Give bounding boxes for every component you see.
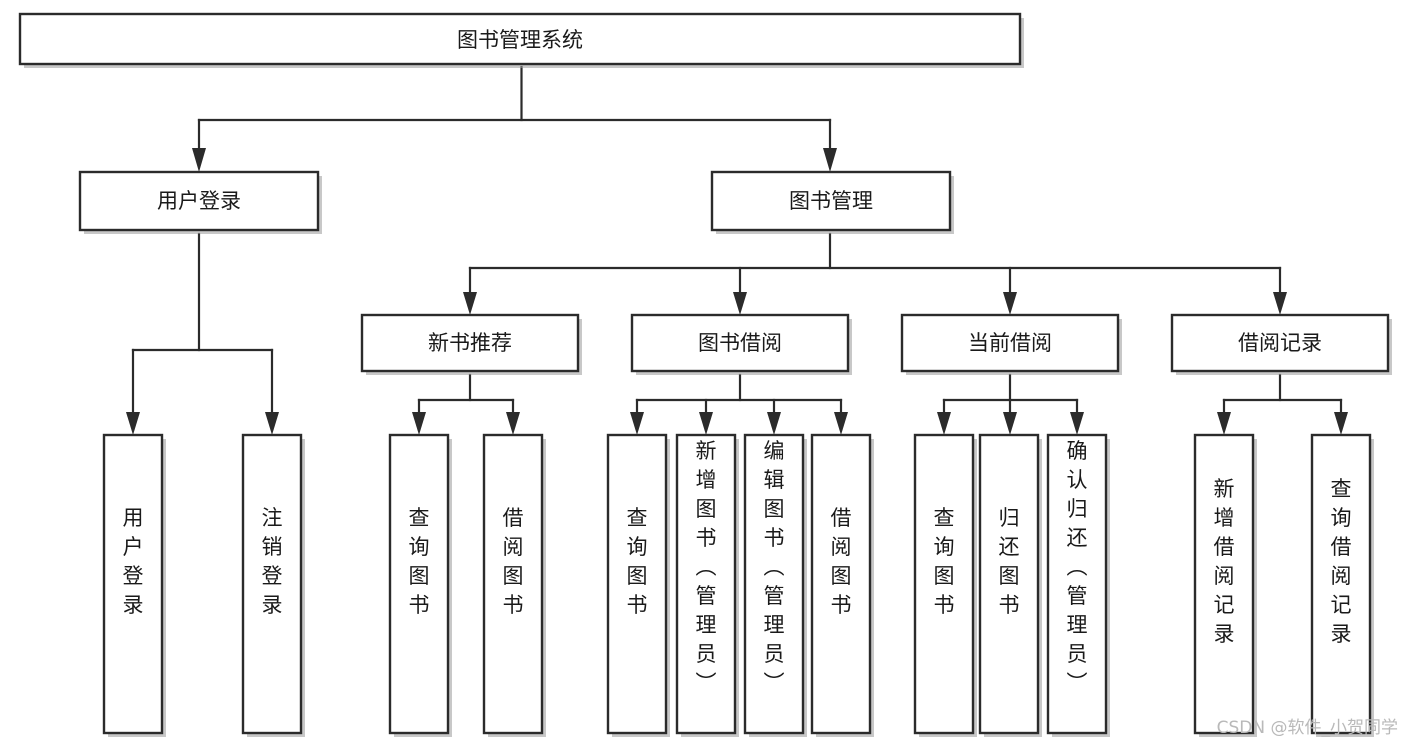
node-records-box[interactable] <box>1170 313 1390 373</box>
node-borrow-label: 图书借阅 <box>698 331 782 355</box>
node-newbook-label: 新书推荐 <box>428 331 512 355</box>
node-leaf-records-2-label: 查询借阅记录 <box>1331 477 1352 646</box>
node-leaf-borrow-2-box[interactable] <box>675 433 737 735</box>
node-leaf-borrow-1[interactable]: 查询图书 <box>606 433 670 737</box>
node-leaf-records-1[interactable]: 新增借阅记录 <box>1193 433 1257 737</box>
node-newbook[interactable]: 新书推荐 <box>360 313 582 375</box>
node-login[interactable]: 用户登录 <box>78 170 322 234</box>
node-leaf-login-1-box[interactable] <box>102 433 164 735</box>
node-leaf-current-1-box[interactable] <box>913 433 975 735</box>
node-leaf-current-3[interactable]: 确认归还︵管理员︶ <box>1046 433 1110 737</box>
edge-records-to-leaves <box>1217 373 1348 435</box>
node-leaf-borrow-4-label: 借阅图书 <box>831 506 852 617</box>
node-leaf-borrow-4-box[interactable] <box>810 433 872 735</box>
node-borrow-box[interactable] <box>630 313 850 373</box>
node-bookmgmt-box[interactable] <box>710 170 952 232</box>
node-leaf-newbook-2-label: 借阅图书 <box>503 506 524 617</box>
node-bookmgmt-label: 图书管理 <box>789 189 873 213</box>
node-current[interactable]: 当前借阅 <box>900 313 1122 375</box>
node-leaf-current-2-label: 归还图书 <box>999 506 1020 617</box>
csdn-watermark: CSDN @软件_小贺同学 <box>1217 718 1398 738</box>
node-current-box[interactable] <box>900 313 1120 373</box>
node-records-label: 借阅记录 <box>1238 331 1322 355</box>
node-leaf-newbook-2-box[interactable] <box>482 433 544 735</box>
node-records[interactable]: 借阅记录 <box>1170 313 1392 375</box>
node-leaf-current-1-label: 查询图书 <box>934 506 955 617</box>
node-leaf-login-2[interactable]: 注销登录 <box>241 433 305 737</box>
node-leaf-borrow-2[interactable]: 新增图书︵管理员︶ <box>675 433 739 737</box>
node-login-label: 用户登录 <box>157 189 241 213</box>
node-leaf-records-2-box[interactable] <box>1310 433 1372 735</box>
node-leaf-login-2-label: 注销登录 <box>262 506 283 617</box>
node-leaf-newbook-1-label: 查询图书 <box>409 506 430 617</box>
node-leaf-newbook-2[interactable]: 借阅图书 <box>482 433 546 737</box>
node-leaf-borrow-1-box[interactable] <box>606 433 668 735</box>
node-leaf-current-3-label: 确认归还︵管理员︶ <box>1067 439 1088 695</box>
edge-root-to-level2 <box>192 65 837 172</box>
node-leaf-borrow-2-label: 新增图书︵管理员︶ <box>696 439 717 695</box>
node-root[interactable]: 图书管理系统 <box>18 12 1024 68</box>
edge-login-to-leaves <box>126 232 279 435</box>
node-root-label: 图书管理系统 <box>457 28 583 52</box>
edges-layer <box>126 65 1348 435</box>
node-leaf-login-1[interactable]: 用户登录 <box>102 433 166 737</box>
edge-bookmgmt-to-level3 <box>463 232 1287 315</box>
node-newbook-box[interactable] <box>360 313 580 373</box>
edge-borrow-to-leaves <box>630 373 848 435</box>
node-leaf-newbook-1[interactable]: 查询图书 <box>388 433 452 737</box>
node-leaf-records-1-label: 新增借阅记录 <box>1214 477 1235 646</box>
node-leaf-current-1[interactable]: 查询图书 <box>913 433 977 737</box>
node-leaf-current-2-box[interactable] <box>978 433 1040 735</box>
node-root-box[interactable] <box>18 12 1022 66</box>
node-leaf-borrow-3-label: 编辑图书︵管理员︶ <box>764 439 785 695</box>
node-bookmgmt[interactable]: 图书管理 <box>710 170 954 234</box>
node-leaf-current-3-box[interactable] <box>1046 433 1108 735</box>
node-leaf-current-2[interactable]: 归还图书 <box>978 433 1042 737</box>
node-current-label: 当前借阅 <box>968 331 1052 355</box>
node-borrow[interactable]: 图书借阅 <box>630 313 852 375</box>
node-leaf-borrow-1-label: 查询图书 <box>627 506 648 617</box>
node-leaf-records-1-box[interactable] <box>1193 433 1255 735</box>
edge-current-to-leaves <box>937 373 1084 435</box>
node-leaf-login-1-label: 用户登录 <box>123 506 144 617</box>
node-leaf-records-2[interactable]: 查询借阅记录 <box>1310 433 1374 737</box>
node-leaf-login-2-box[interactable] <box>241 433 303 735</box>
node-leaf-borrow-3[interactable]: 编辑图书︵管理员︶ <box>743 433 807 737</box>
node-leaf-newbook-1-box[interactable] <box>388 433 450 735</box>
node-login-box[interactable] <box>78 170 320 232</box>
edge-newbook-to-leaves <box>412 373 520 435</box>
node-leaf-borrow-4[interactable]: 借阅图书 <box>810 433 874 737</box>
node-leaf-borrow-3-box[interactable] <box>743 433 805 735</box>
